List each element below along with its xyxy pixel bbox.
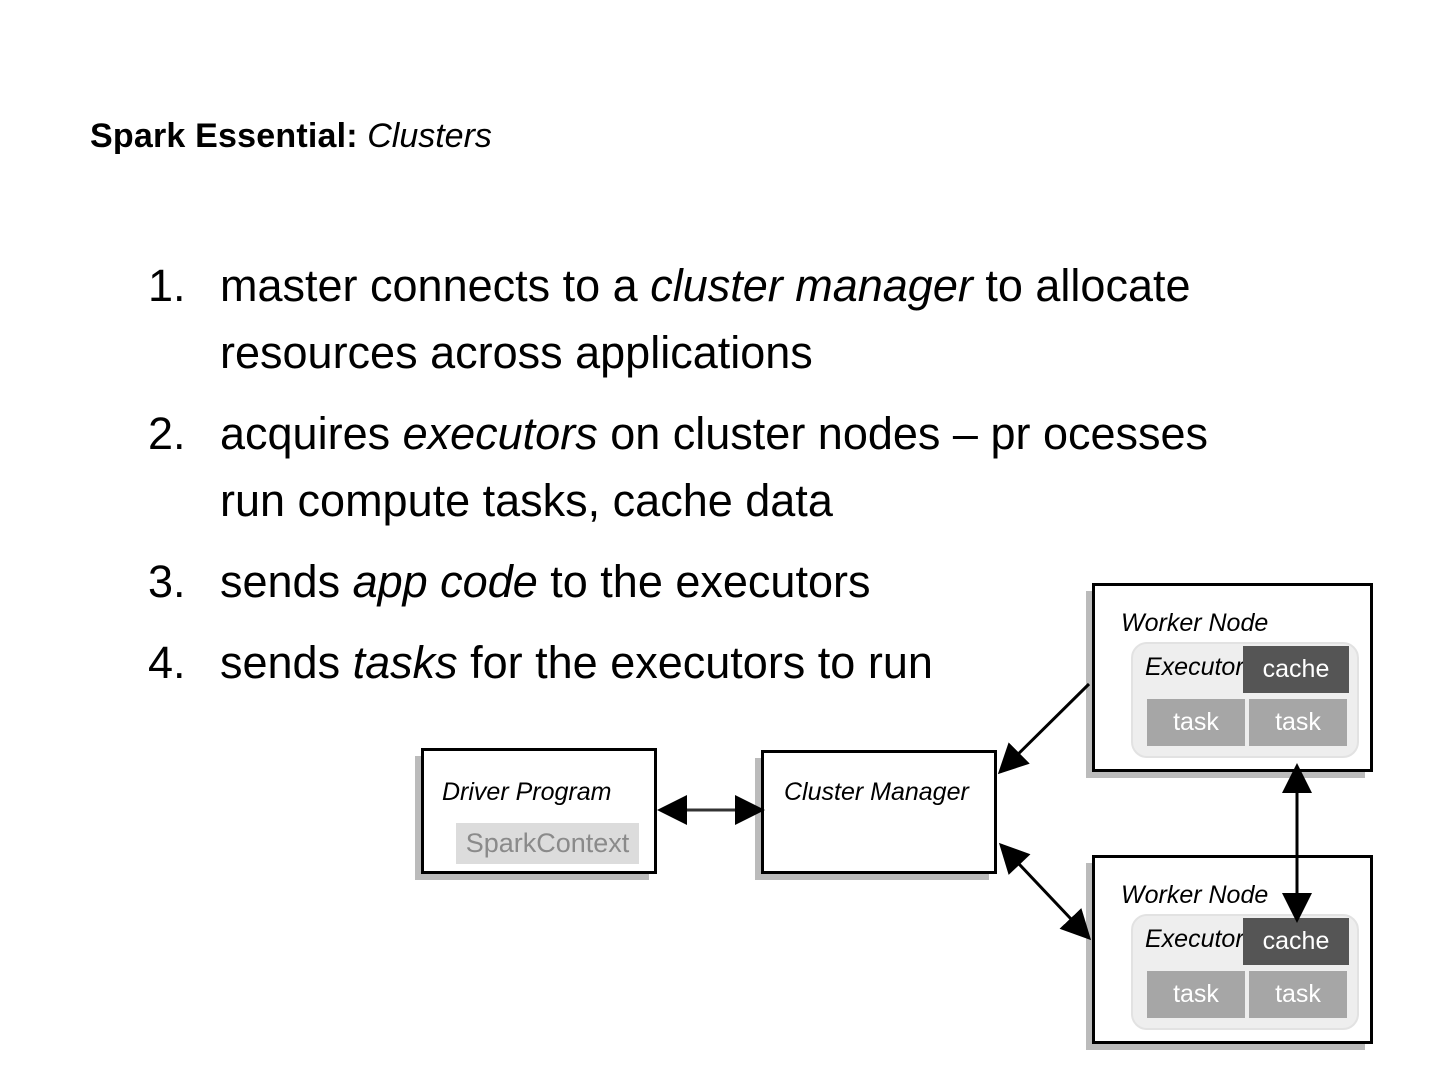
page-title-italic: Clusters (367, 117, 492, 155)
list-item-text-post: to the executors (537, 556, 871, 607)
list-item-text-emphasis: app code (352, 556, 538, 607)
list-item-text: acquires executors on cluster nodes – pr… (220, 400, 1258, 534)
driver-program-box[interactable]: Driver Program SparkContext (421, 748, 657, 874)
list-item-number: 3. (148, 556, 186, 607)
executor-label: Executor (1145, 653, 1244, 681)
list-item-text-post: on cluster nodes – pr ocesses run comput… (220, 408, 1209, 526)
task-chip-right[interactable]: task (1249, 971, 1347, 1018)
cluster-manager-box[interactable]: Cluster Manager (761, 750, 997, 874)
list-item-text-pre: master connects to a (220, 260, 651, 311)
executor-box[interactable]: Executor cache task task (1131, 642, 1359, 758)
executor-box[interactable]: Executor cache task task (1131, 914, 1359, 1030)
page-title-bold: Spark Essential: (90, 117, 358, 155)
list-item: 3. sends app code to the executors (148, 548, 1258, 615)
list-item-text-emphasis: tasks (352, 637, 458, 688)
list-item: 4. sends tasks for the executors to run (148, 629, 1258, 696)
list-item-text-post: for the executors to run (457, 637, 933, 688)
list-item: 1. master connects to a cluster manager … (148, 252, 1258, 386)
worker-node-box-1[interactable]: Worker Node Executor cache task task (1092, 583, 1373, 772)
worker-node-box-2[interactable]: Worker Node Executor cache task task (1092, 855, 1373, 1044)
cache-chip[interactable]: cache (1243, 646, 1349, 693)
arrow-cluster-manager-to-worker2 (998, 842, 1092, 941)
list-item-text-pre: acquires (220, 408, 403, 459)
list-item-text: sends tasks for the executors to run (220, 629, 933, 696)
list-item-text-pre: sends (220, 637, 353, 688)
list-item-number: 2. (148, 408, 186, 459)
bullet-list: 1. master connects to a cluster manager … (148, 252, 1258, 710)
cache-chip[interactable]: cache (1243, 918, 1349, 965)
list-item-text: master connects to a cluster manager to … (220, 252, 1258, 386)
task-chip-left[interactable]: task (1147, 971, 1245, 1018)
list-item: 2. acquires executors on cluster nodes –… (148, 400, 1258, 534)
worker-node-title: Worker Node (1121, 881, 1269, 909)
arrow-worker1-to-cluster-manager (997, 682, 1091, 775)
list-item-text-emphasis: executors (402, 408, 598, 459)
list-item-text: sends app code to the executors (220, 548, 870, 615)
driver-program-title: Driver Program (442, 778, 612, 806)
task-chip-right[interactable]: task (1249, 699, 1347, 746)
list-item-text-emphasis: cluster manager (650, 260, 973, 311)
executor-label: Executor (1145, 925, 1244, 953)
page-title: Spark Essential: Clusters (90, 116, 492, 156)
list-item-text-pre: sends (220, 556, 353, 607)
list-item-number: 1. (148, 260, 186, 311)
list-item-text-post: to allocate resources across application… (220, 260, 1191, 378)
list-item-number: 4. (148, 637, 186, 688)
worker-node-title: Worker Node (1121, 609, 1269, 637)
sparkcontext-chip[interactable]: SparkContext (456, 823, 639, 864)
cluster-manager-title: Cluster Manager (784, 778, 969, 806)
task-chip-left[interactable]: task (1147, 699, 1245, 746)
